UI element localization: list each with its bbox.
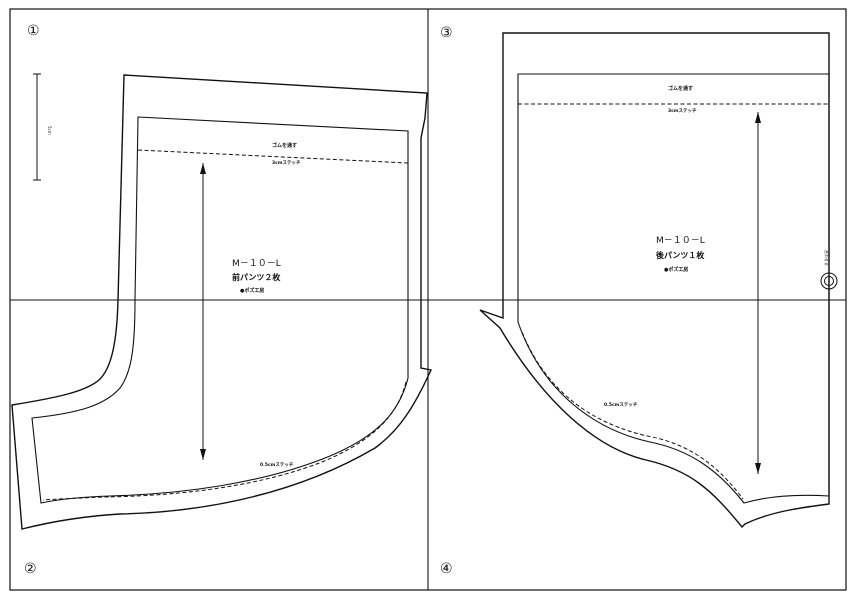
page-marker-1: ① bbox=[27, 23, 40, 39]
back-hem-seam-line bbox=[521, 331, 744, 500]
back-side-note: 合わせる bbox=[824, 250, 830, 266]
back-pants-piece bbox=[479, 32, 838, 529]
back-waist-note: ゴムを通す bbox=[668, 85, 693, 92]
back-pattern-code: M－１０－L bbox=[656, 236, 705, 246]
front-waist-note: ゴムを通す bbox=[272, 142, 297, 149]
front-waist-stitch-label: 3cmステッチ bbox=[272, 160, 301, 166]
scale-label: 5cm bbox=[47, 126, 52, 135]
page-marker-2: ② bbox=[24, 561, 37, 577]
front-cutting-line bbox=[11, 74, 433, 530]
scale-bar: 5cm bbox=[33, 73, 52, 181]
front-pattern-code: M－１０－L bbox=[232, 259, 281, 269]
front-hem-seam-line bbox=[42, 381, 407, 501]
back-notch-mark bbox=[820, 272, 838, 290]
back-hem-stitch-label: 0.5cmステッチ bbox=[604, 402, 638, 408]
back-waist-stitch-label: 3cmステッチ bbox=[668, 108, 697, 114]
front-brand-label: ●ポズ工房 bbox=[240, 287, 264, 294]
back-brand-label: ●ポズ工房 bbox=[664, 266, 688, 273]
front-pattern-name: 前パンツ２枚 bbox=[232, 272, 280, 282]
front-hem-stitch-label: 0.5cmステッチ bbox=[260, 462, 294, 468]
back-pattern-name: 後パンツ１枚 bbox=[656, 250, 704, 260]
back-grainline-arrow bbox=[755, 112, 761, 474]
front-pants-piece bbox=[11, 74, 433, 530]
back-cutting-line bbox=[479, 32, 830, 529]
page-marker-4: ④ bbox=[440, 561, 453, 577]
front-grainline-arrow bbox=[200, 163, 206, 460]
back-stitch-boundary bbox=[517, 73, 830, 504]
page-marker-3: ③ bbox=[440, 25, 453, 41]
front-stitch-boundary bbox=[31, 116, 409, 504]
